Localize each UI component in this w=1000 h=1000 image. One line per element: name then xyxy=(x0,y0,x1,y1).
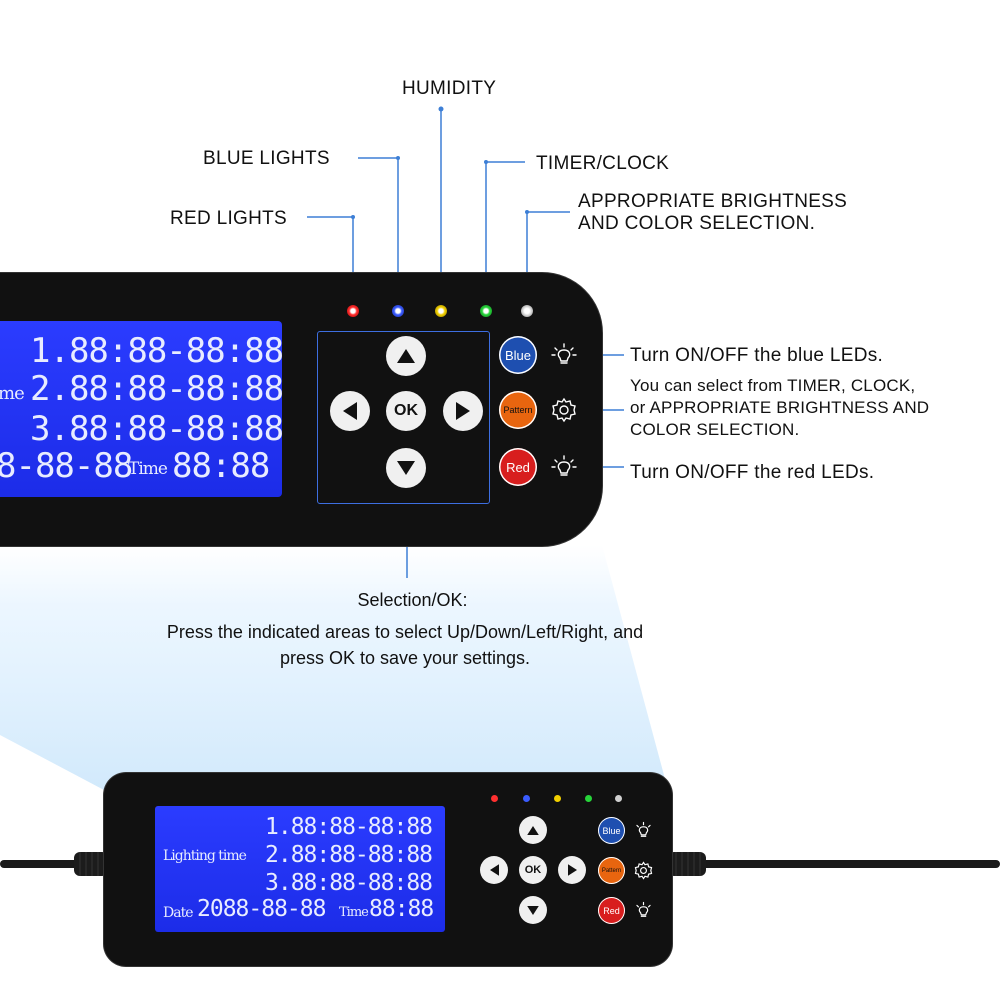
time-value: 88:88 xyxy=(369,896,434,922)
arrow-left-icon xyxy=(489,864,499,876)
selection-description-line2: press OK to save your settings. xyxy=(279,648,531,668)
selection-description-line1: Press the indicated areas to select Up/D… xyxy=(166,622,644,642)
ok-button[interactable]: OK xyxy=(386,391,426,431)
left-button[interactable] xyxy=(330,391,370,431)
cable-strain-relief-left xyxy=(74,852,108,876)
blue-button-description: Turn ON/OFF the blue LEDs. xyxy=(630,345,884,366)
arrow-up-icon xyxy=(527,825,539,835)
arrow-right-icon xyxy=(456,402,470,420)
schedule-row-3: 3.88:88-88:88 xyxy=(265,870,433,896)
arrow-right-icon xyxy=(567,864,577,876)
selection-pad-highlight xyxy=(317,331,490,504)
blue-button[interactable]: Blue xyxy=(499,336,537,374)
pattern-button[interactable]: Pattern xyxy=(499,391,537,429)
arrow-down-icon xyxy=(397,461,415,475)
cable-left xyxy=(0,860,90,868)
light-bulb-icon xyxy=(551,455,577,476)
pattern-button[interactable]: Pattern xyxy=(598,857,625,884)
blue-button[interactable]: Blue xyxy=(598,817,625,844)
light-bulb-icon xyxy=(636,821,651,837)
schedule-row-2: 2.88:88-88:88 xyxy=(30,369,282,409)
lighting-time-label: Lighting time xyxy=(163,848,247,864)
schedule-row-3: 3.88:88-88:88 xyxy=(30,409,282,449)
lcd-display: Lighting time 1.88:88-88:88 2.88:88-88:8… xyxy=(155,806,445,932)
red-lights-label: RED LIGHTS xyxy=(170,208,288,229)
red-button-description: Turn ON/OFF the red LEDs. xyxy=(630,462,875,483)
timer-clock-label: TIMER/CLOCK xyxy=(536,153,670,174)
pattern-description-line1: You can select from TIMER, CLOCK, xyxy=(630,376,916,395)
time-label: Time xyxy=(128,459,168,479)
arrow-left-icon xyxy=(343,402,357,420)
ok-button[interactable]: OK xyxy=(519,856,547,884)
date-label: Date xyxy=(163,905,194,921)
lighting-label-partial: me xyxy=(0,383,25,404)
arrow-down-icon xyxy=(527,905,539,915)
right-button[interactable] xyxy=(443,391,483,431)
timer-led-indicator xyxy=(480,305,492,317)
schedule-row-2: 2.88:88-88:88 xyxy=(265,842,433,868)
light-bulb-icon xyxy=(636,901,651,917)
cable-strain-relief-right xyxy=(668,852,706,876)
schedule-row-1: 1.88:88-88:88 xyxy=(30,331,282,371)
time-label: Time xyxy=(339,905,369,920)
pattern-description-line3: COLOR SELECTION. xyxy=(630,420,800,439)
brightness-led-indicator xyxy=(521,305,533,317)
humidity-label: HUMIDITY xyxy=(402,78,497,99)
gear-icon xyxy=(634,861,653,880)
date-value: 2088-88-88 xyxy=(197,896,326,922)
red-button[interactable]: Red xyxy=(499,448,537,486)
up-button[interactable] xyxy=(386,336,426,376)
schedule-row-1: 1.88:88-88:88 xyxy=(265,814,433,840)
gear-icon xyxy=(552,397,576,423)
selection-title: Selection/OK: xyxy=(357,590,468,610)
pattern-description-line2: or APPROPRIATE BRIGHTNESS AND xyxy=(630,398,930,417)
red-button[interactable]: Red xyxy=(598,897,625,924)
blue-led-indicator xyxy=(392,305,404,317)
red-led-indicator xyxy=(491,795,498,802)
light-bulb-icon xyxy=(551,343,577,364)
blue-led-indicator xyxy=(523,795,530,802)
arrow-up-icon xyxy=(397,349,415,363)
left-button[interactable] xyxy=(480,856,508,884)
time-value: 88:88 xyxy=(172,446,270,486)
humidity-led-indicator xyxy=(435,305,447,317)
brightness-led-indicator xyxy=(615,795,622,802)
down-button[interactable] xyxy=(519,896,547,924)
brightness-label-line2: AND COLOR SELECTION. xyxy=(578,213,816,234)
blue-lights-label: BLUE LIGHTS xyxy=(203,148,330,169)
up-button[interactable] xyxy=(519,816,547,844)
zoomed-lcd-display: me 1.88:88-88:88 2.88:88-88:88 3.88:88-8… xyxy=(0,321,282,497)
humidity-led-indicator xyxy=(554,795,561,802)
date-value-partial: 8-88-88 xyxy=(0,446,133,486)
down-button[interactable] xyxy=(386,448,426,488)
red-led-indicator xyxy=(347,305,359,317)
cable-right xyxy=(700,860,1000,868)
brightness-label-line1: APPROPRIATE BRIGHTNESS xyxy=(578,191,848,212)
timer-led-indicator xyxy=(585,795,592,802)
right-button[interactable] xyxy=(558,856,586,884)
